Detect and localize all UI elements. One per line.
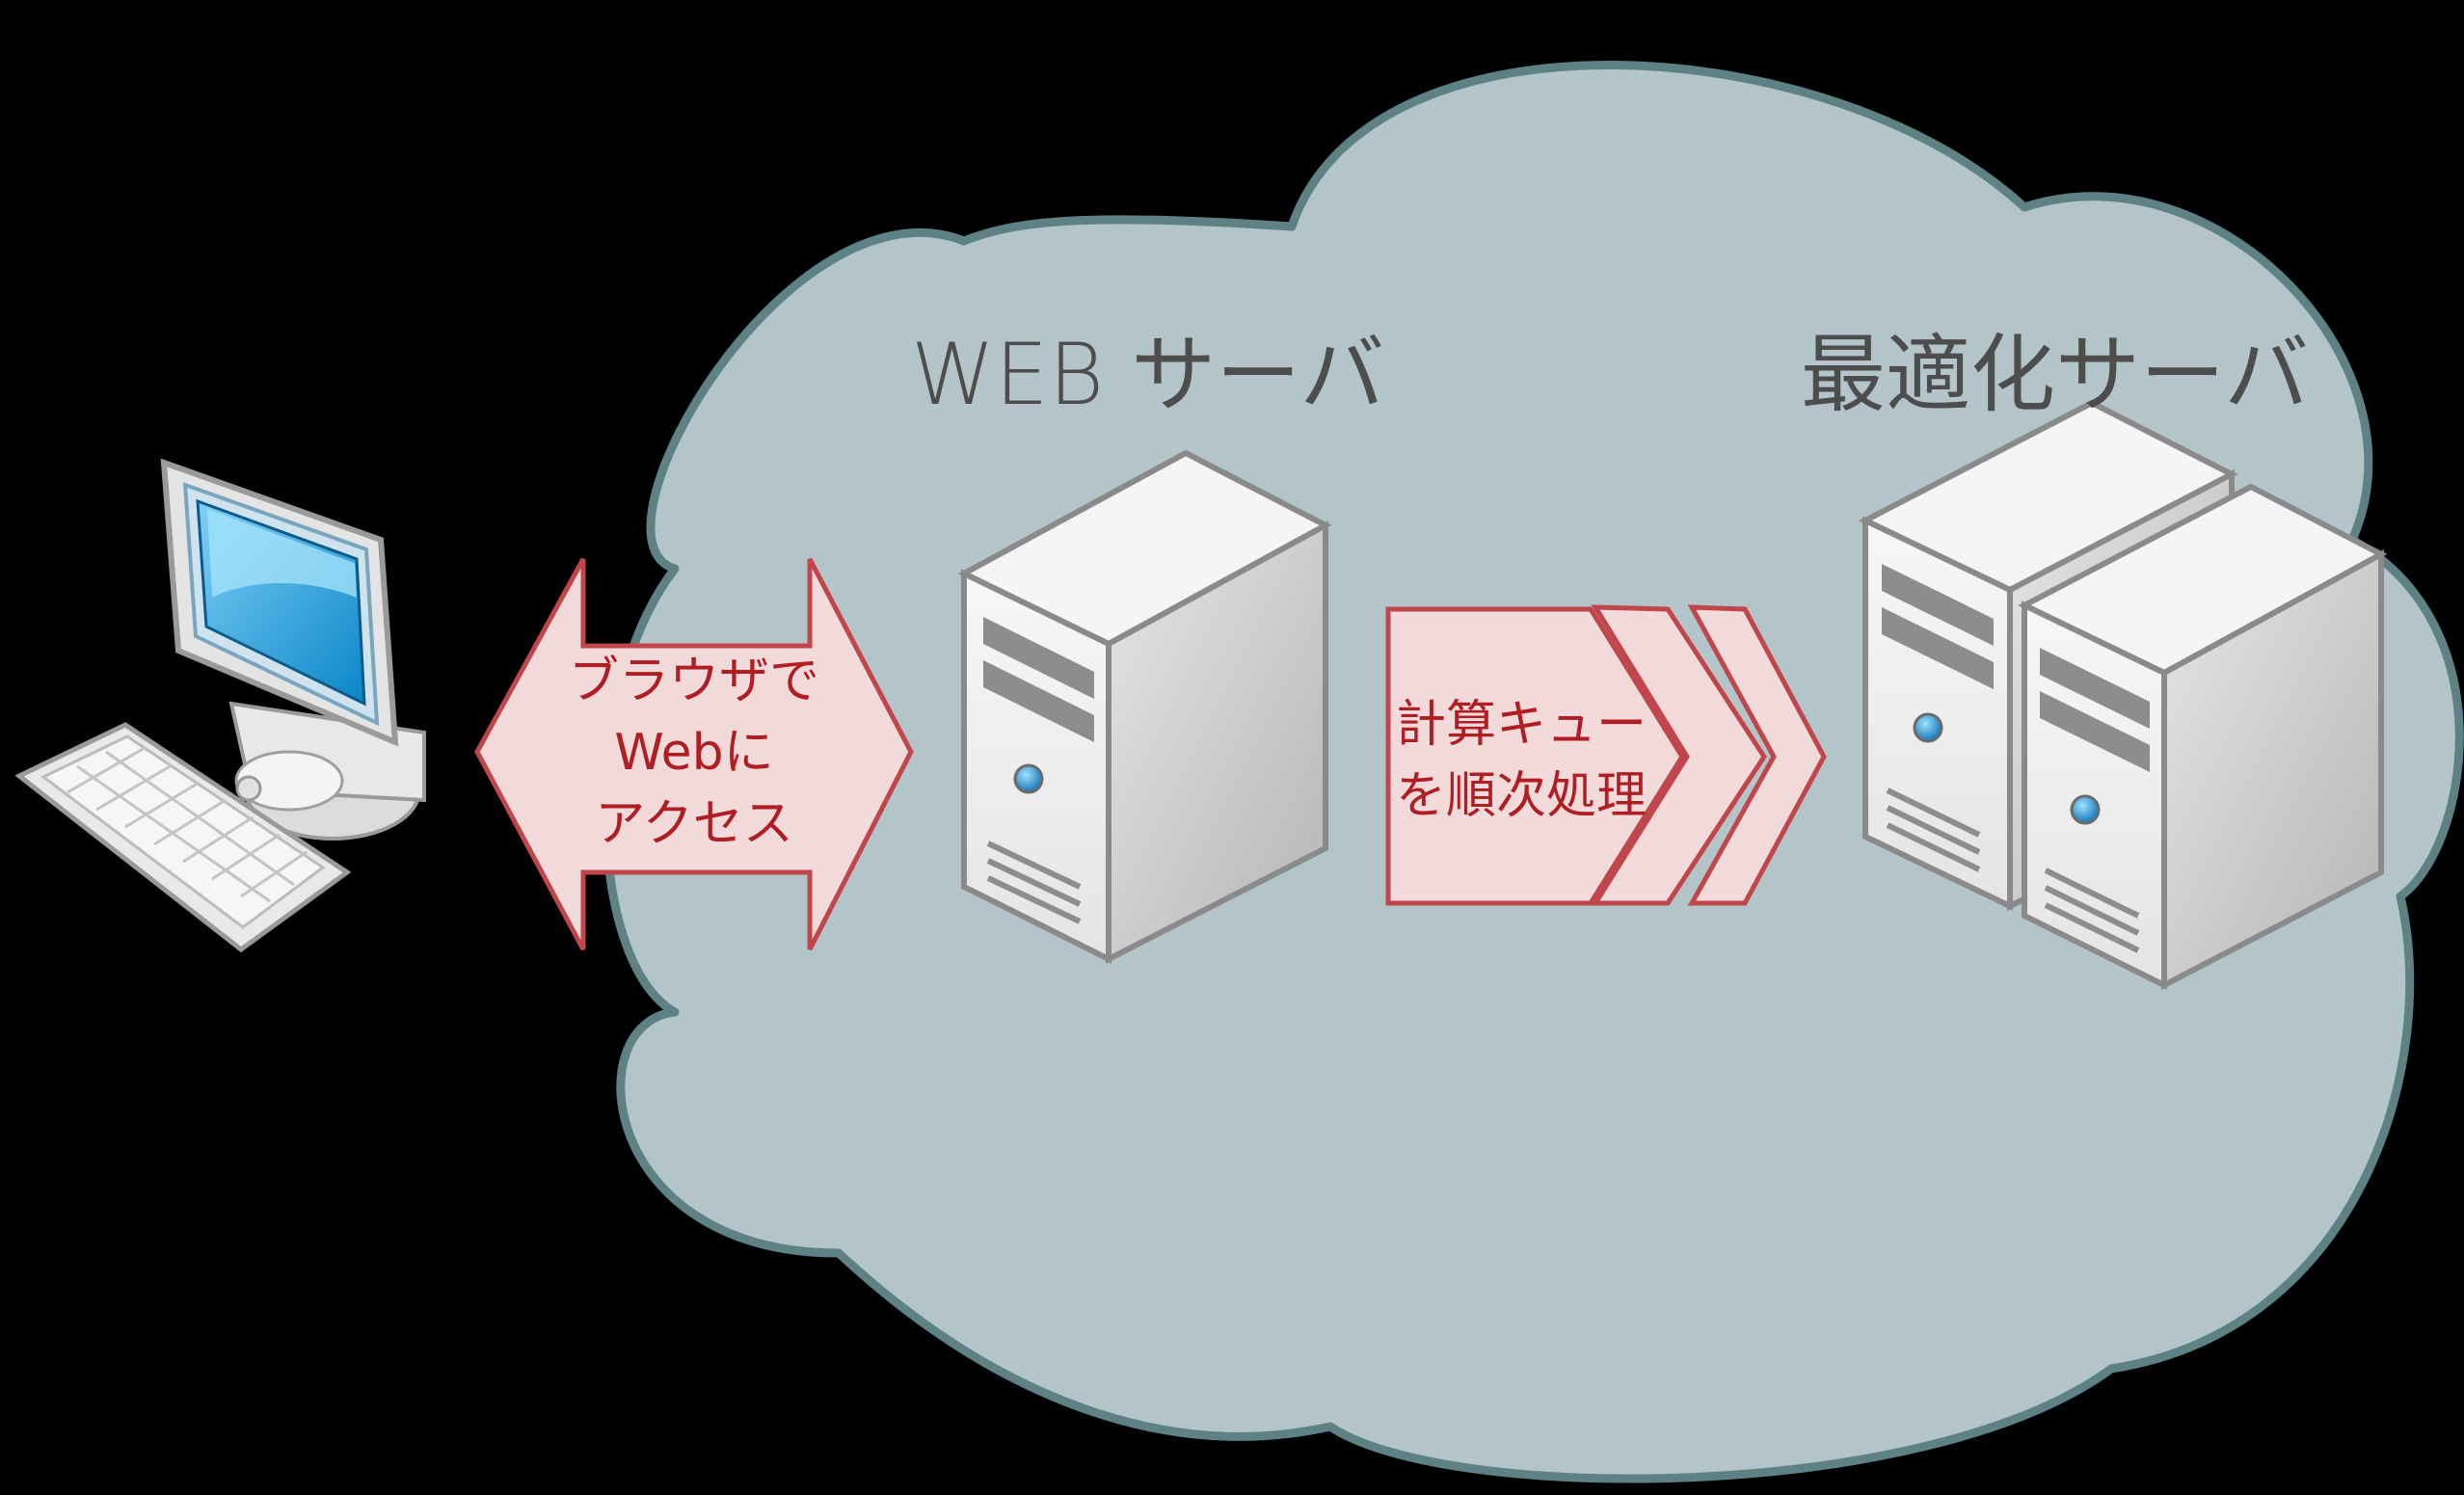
server-cluster-icon	[1859, 399, 2388, 990]
browser-access-line1: ブラウザで	[568, 653, 819, 710]
web-server-label: WEB サーバ	[911, 325, 1385, 424]
browser-access-arrow	[474, 557, 914, 951]
browser-access-line2: Webに	[614, 724, 774, 782]
browser-access-line3: アクセス	[595, 795, 793, 853]
optimization-server-label: 最適化サーバ	[1801, 325, 2310, 424]
tower-server-icon	[957, 449, 1332, 964]
queue-text: 計算キュー を順次処理	[1396, 689, 1647, 832]
queue-line1: 計算キュー	[1396, 696, 1647, 754]
queue-chevron-arrow	[1385, 604, 1827, 906]
queue-line2: を順次処理	[1396, 767, 1647, 825]
desktop-computer-icon	[14, 458, 426, 953]
browser-access-text: ブラウザで Webに アクセス	[535, 646, 853, 860]
